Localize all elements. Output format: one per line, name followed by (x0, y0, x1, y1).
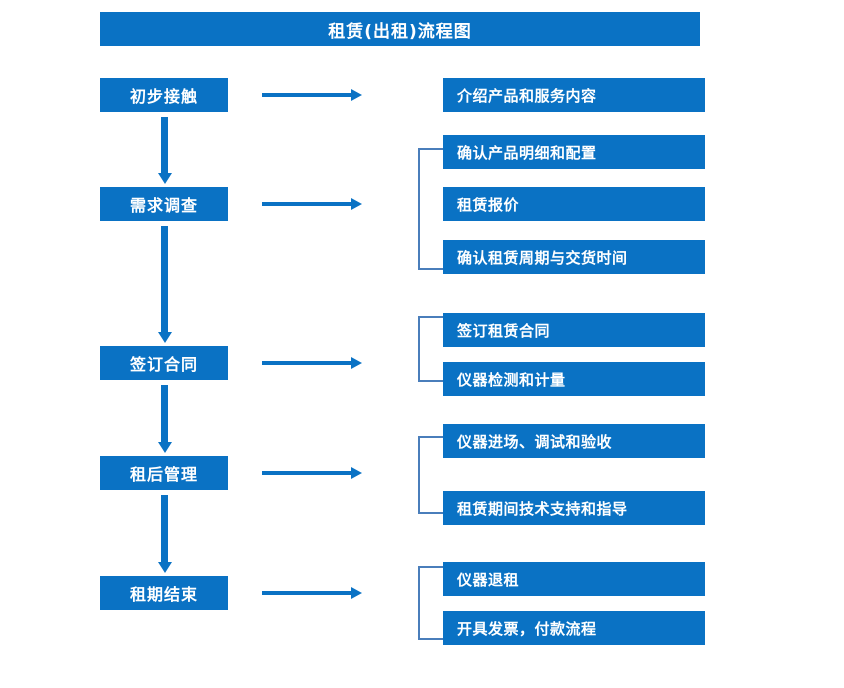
arrow-head-icon (158, 442, 172, 453)
group-bracket-needs-survey (418, 148, 443, 270)
detail-box-invoice-payment-process[interactable]: 开具发票，付款流程 (443, 611, 705, 645)
arrow-head-icon (351, 198, 362, 210)
detail-box-intro-products-services[interactable]: 介绍产品和服务内容 (443, 78, 705, 112)
detail-box-instrument-return[interactable]: 仪器退租 (443, 562, 705, 596)
arrow-head-icon (158, 173, 172, 184)
arrow-head-icon (351, 357, 362, 369)
arrow-shaft (161, 226, 168, 332)
group-bracket-lease-end (418, 566, 443, 640)
link-arrow-lease-end (262, 587, 362, 599)
link-arrow-sign-contract (262, 357, 362, 369)
stage-box-post-rent-manage[interactable]: 租后管理 (100, 456, 228, 490)
detail-box-confirm-product-spec[interactable]: 确认产品明细和配置 (443, 135, 705, 169)
detail-box-technical-support-during-rental[interactable]: 租赁期间技术支持和指导 (443, 491, 705, 525)
arrow-shaft (262, 93, 351, 97)
detail-box-instrument-test-metrology[interactable]: 仪器检测和计量 (443, 362, 705, 396)
arrow-shaft (262, 591, 351, 595)
group-bracket-sign-contract (418, 316, 443, 382)
stage-box-sign-contract[interactable]: 签订合同 (100, 346, 228, 380)
arrow-head-icon (351, 587, 362, 599)
flow-arrow-sign-contract-to-post-rent-manage (158, 385, 172, 453)
arrow-shaft (161, 495, 168, 562)
link-arrow-post-rent-manage (262, 467, 362, 479)
arrow-shaft (262, 361, 351, 365)
link-arrow-needs-survey (262, 198, 362, 210)
detail-box-sign-rental-contract[interactable]: 签订租赁合同 (443, 313, 705, 347)
flow-arrow-needs-survey-to-sign-contract (158, 226, 172, 343)
link-arrow-initial-contact (262, 89, 362, 101)
detail-box-instrument-entry-commission-acceptance[interactable]: 仪器进场、调试和验收 (443, 424, 705, 458)
stage-box-lease-end[interactable]: 租期结束 (100, 576, 228, 610)
arrow-head-icon (158, 562, 172, 573)
arrow-head-icon (351, 467, 362, 479)
arrow-shaft (161, 117, 168, 173)
flow-arrow-post-rent-manage-to-lease-end (158, 495, 172, 573)
group-bracket-post-rent-manage (418, 436, 443, 514)
arrow-head-icon (351, 89, 362, 101)
flow-arrow-initial-contact-to-needs-survey (158, 117, 172, 184)
arrow-shaft (262, 471, 351, 475)
detail-box-confirm-period-delivery[interactable]: 确认租赁周期与交货时间 (443, 240, 705, 274)
stage-box-needs-survey[interactable]: 需求调查 (100, 187, 228, 221)
detail-box-rental-quote[interactable]: 租赁报价 (443, 187, 705, 221)
arrow-shaft (161, 385, 168, 442)
arrow-shaft (262, 202, 351, 206)
stage-box-initial-contact[interactable]: 初步接触 (100, 78, 228, 112)
chart-title: 租赁(出租)流程图 (100, 12, 700, 46)
arrow-head-icon (158, 332, 172, 343)
